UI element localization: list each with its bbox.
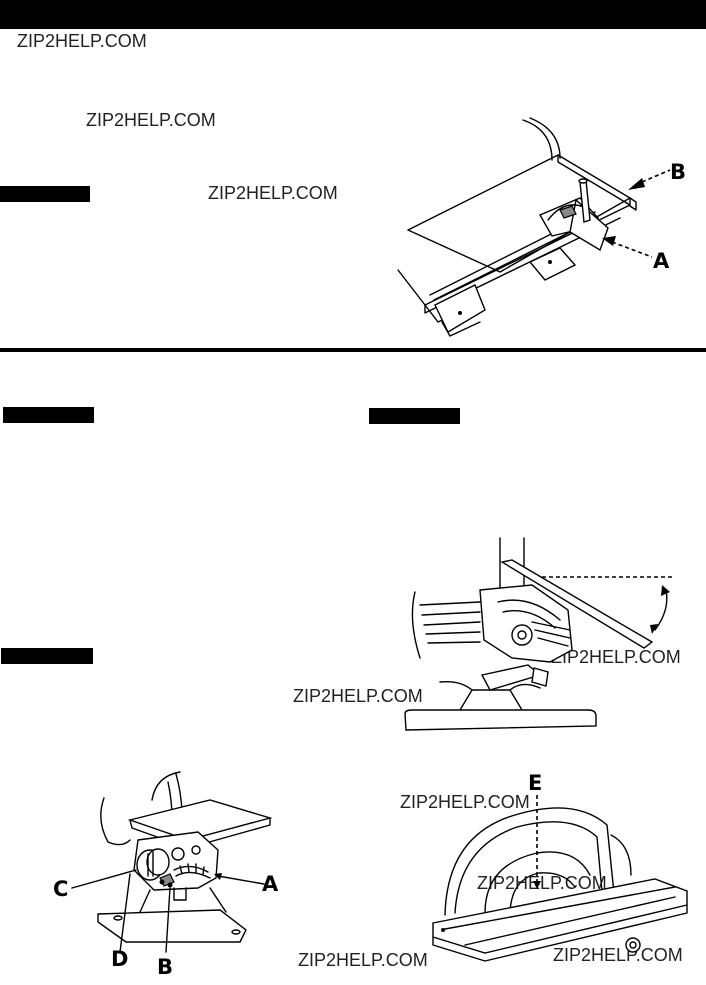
watermark-text: ZIP2HELP.COM bbox=[400, 792, 530, 812]
callout-label-d: D bbox=[111, 947, 129, 971]
watermark-text: ZIP2HELP.COM bbox=[477, 873, 607, 893]
watermark-text: ZIP2HELP.COM bbox=[553, 945, 683, 965]
figure-bevel-scale bbox=[404, 537, 672, 731]
heading-block-warning-4 bbox=[1, 648, 93, 664]
callout-label-a: A bbox=[262, 872, 279, 896]
figure-blade-table bbox=[432, 795, 688, 962]
callout-label-a: A bbox=[653, 249, 670, 273]
section-divider bbox=[0, 348, 706, 352]
watermark-text: ZIP2HELP.COM bbox=[208, 183, 338, 203]
watermark-text: ZIP2HELP.COM bbox=[298, 950, 428, 970]
callout-label-b: B bbox=[157, 955, 174, 979]
heading-block-warning-3 bbox=[369, 408, 460, 424]
watermark-text: ZIP2HELP.COM bbox=[551, 647, 681, 667]
watermark-text: ZIP2HELP.COM bbox=[293, 686, 423, 706]
callout-label-c: C bbox=[53, 877, 69, 901]
heading-block-warning-2 bbox=[3, 407, 94, 423]
callout-label-b: B bbox=[670, 160, 687, 184]
watermark-text: ZIP2HELP.COM bbox=[17, 31, 147, 51]
heading-block-warning-1 bbox=[0, 186, 90, 202]
figure-bevel-lock-knob bbox=[71, 771, 273, 953]
header-bar bbox=[0, 0, 706, 29]
watermark-text: ZIP2HELP.COM bbox=[86, 110, 216, 130]
callout-label-e: E bbox=[528, 771, 543, 795]
figure-miter-gauge-table bbox=[397, 117, 671, 337]
